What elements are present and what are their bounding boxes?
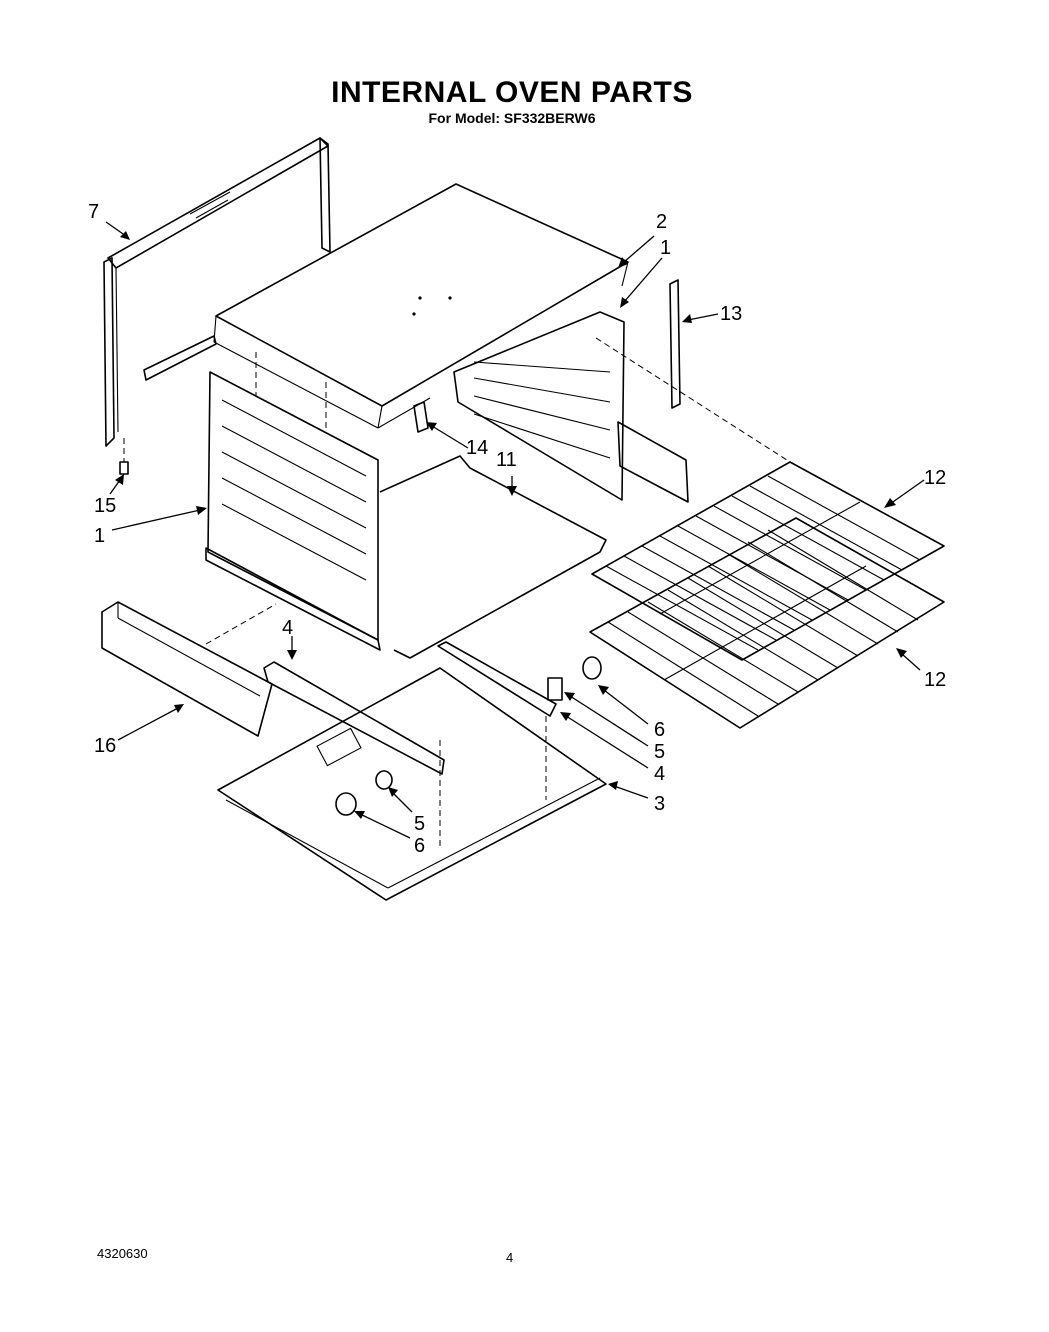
part-16-front-trim	[101, 601, 273, 737]
part-1-right-side-panel	[453, 311, 689, 503]
callout-6-left: 6	[414, 835, 425, 857]
part-11-oven-bottom	[379, 455, 607, 659]
part-3-bottom-pan	[217, 667, 607, 901]
leader-lines	[105, 221, 925, 839]
part-2-oven-top	[213, 183, 629, 429]
part-4-right-rail	[437, 641, 557, 717]
part-5-6-feet-left	[335, 770, 393, 816]
part-12-lower-rack	[589, 517, 945, 729]
model-line: For Model: SF332BERW6	[428, 110, 596, 126]
callout-7: 7	[88, 201, 99, 223]
part-1-left-side-panel	[143, 335, 381, 651]
callout-2: 2	[656, 211, 667, 233]
callout-12-bottom: 12	[924, 669, 946, 691]
part-13-vent-strip	[669, 279, 681, 409]
callout-12-top: 12	[924, 467, 946, 489]
callout-14: 14	[466, 437, 488, 459]
callout-4-left: 4	[282, 617, 293, 639]
part-4-left-rail	[263, 661, 445, 775]
part-12-upper-rack	[591, 461, 945, 661]
callout-16: 16	[94, 735, 116, 757]
callout-13: 13	[720, 303, 742, 325]
part-14-clip	[413, 401, 429, 433]
page-title: INTERNAL OVEN PARTS	[331, 76, 693, 109]
callout-1-right: 1	[660, 237, 671, 259]
part-15-screw	[119, 461, 129, 475]
callout-3: 3	[654, 793, 665, 815]
callout-5-left: 5	[414, 813, 425, 835]
callout-15: 15	[94, 495, 116, 517]
document-number: 4320630	[97, 1246, 148, 1261]
part-5-6-feet-right	[547, 656, 602, 701]
callout-4-right: 4	[654, 763, 665, 785]
assembly-lines	[123, 337, 791, 850]
callout-6-right: 6	[654, 719, 665, 741]
page-number: 4	[506, 1250, 514, 1265]
callout-1-left: 1	[94, 525, 105, 547]
callout-5-right: 5	[654, 741, 665, 763]
callout-11: 11	[496, 449, 517, 471]
part-7-rear-panel	[103, 137, 331, 447]
